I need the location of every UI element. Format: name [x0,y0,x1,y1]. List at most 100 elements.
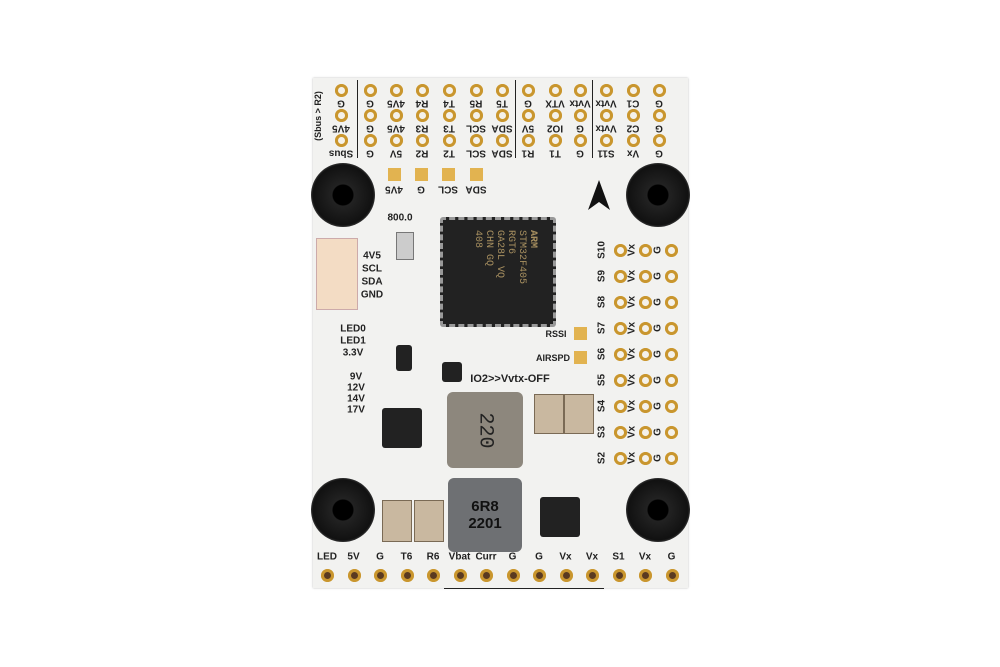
solder-pad[interactable] [639,452,652,465]
solder-pad[interactable] [374,569,387,582]
solder-pad[interactable] [653,109,666,122]
pin-label: G [652,376,664,384]
solder-pad[interactable] [522,109,535,122]
solder-pad[interactable] [614,400,627,413]
solder-pad[interactable] [639,400,652,413]
inductor-label: 220 [473,411,497,449]
solder-pad[interactable] [574,84,587,97]
solder-pad[interactable] [627,109,640,122]
pin-label: 5V [347,551,360,563]
pin-label: G [652,324,664,332]
solder-pad[interactable] [600,109,613,122]
solder-pad[interactable] [335,84,348,97]
solder-pad[interactable] [390,84,403,97]
solder-pad[interactable] [496,109,509,122]
solder-pad[interactable] [614,374,627,387]
solder-pad[interactable] [364,134,377,147]
solder-pad[interactable] [388,168,401,181]
power-ic [382,408,422,448]
solder-pad[interactable] [443,109,456,122]
solder-pad[interactable] [665,452,678,465]
solder-pad[interactable] [443,84,456,97]
solder-pad[interactable] [665,374,678,387]
solder-pad[interactable] [443,134,456,147]
solder-pad[interactable] [364,109,377,122]
pin-label: S3 [596,425,608,439]
solder-pad[interactable] [665,426,678,439]
solder-pad[interactable] [549,134,562,147]
solder-pad[interactable] [416,134,429,147]
connector-label: SCL [362,263,382,275]
solder-pad[interactable] [639,296,652,309]
solder-pad[interactable] [442,168,455,181]
solder-pad[interactable] [574,134,587,147]
solder-pad[interactable] [614,296,627,309]
solder-pad[interactable] [549,84,562,97]
solder-pad[interactable] [506,569,520,582]
solder-pad[interactable] [390,109,403,122]
solder-pad[interactable] [639,322,652,335]
solder-pad[interactable] [586,569,599,582]
solder-pad[interactable] [665,244,678,257]
solder-pad[interactable] [627,134,640,147]
pin-label: G [576,147,584,159]
solder-pad[interactable] [549,109,562,122]
solder-pad[interactable] [574,109,587,122]
solder-pad[interactable] [400,569,414,582]
solder-pad[interactable] [335,134,348,147]
solder-pad[interactable] [522,134,535,147]
solder-pad[interactable] [470,168,483,181]
airspd-label: AIRSPD [535,353,571,363]
solder-pad[interactable] [480,569,493,582]
solder-pad[interactable] [390,134,403,147]
solder-pad[interactable] [639,374,652,387]
solder-pad[interactable] [496,134,509,147]
solder-pad[interactable] [321,569,334,582]
solder-pad[interactable] [453,569,467,582]
solder-pad[interactable] [600,134,613,147]
solder-pad[interactable] [653,84,666,97]
solder-pad[interactable] [614,322,627,335]
solder-pad[interactable] [639,270,652,283]
solder-pad[interactable] [665,322,678,335]
solder-pad[interactable] [614,348,627,361]
solder-pad[interactable] [415,168,428,181]
mcu-line: GA28L VQ [494,230,505,279]
solder-pad[interactable] [639,426,652,439]
solder-pad[interactable] [639,569,652,582]
pin-label: Vvtx [595,97,617,109]
solder-pad[interactable] [347,569,361,582]
solder-pad[interactable] [665,270,678,283]
solder-pad[interactable] [522,84,535,97]
solder-pad[interactable] [665,569,679,582]
solder-pad[interactable] [665,296,678,309]
solder-pad[interactable] [614,244,627,257]
mcu-part: STM32F405 [516,230,527,285]
led-label: LED1 [340,335,366,347]
solder-pad[interactable] [653,134,666,147]
solder-pad[interactable] [612,569,626,582]
solder-pad[interactable] [665,400,678,413]
solder-pad[interactable] [639,244,652,257]
solder-pad[interactable] [496,84,509,97]
solder-pad[interactable] [364,84,377,97]
solder-pad[interactable] [614,426,627,439]
solder-pad[interactable] [470,109,483,122]
pin-label: G [652,298,664,306]
solder-pad[interactable] [600,84,613,97]
pin-label: G [655,122,663,134]
solder-pad[interactable] [427,569,440,582]
solder-pad[interactable] [639,348,652,361]
solder-pad[interactable] [533,569,546,582]
solder-pad[interactable] [416,109,429,122]
solder-pad[interactable] [614,270,627,283]
solder-pad[interactable] [335,109,348,122]
solder-pad[interactable] [416,84,429,97]
solder-pad[interactable] [627,84,640,97]
solder-pad[interactable] [665,348,678,361]
pin-label: G [652,428,664,436]
solder-pad[interactable] [559,569,573,582]
solder-pad[interactable] [470,84,483,97]
solder-pad[interactable] [470,134,483,147]
solder-pad[interactable] [614,452,627,465]
